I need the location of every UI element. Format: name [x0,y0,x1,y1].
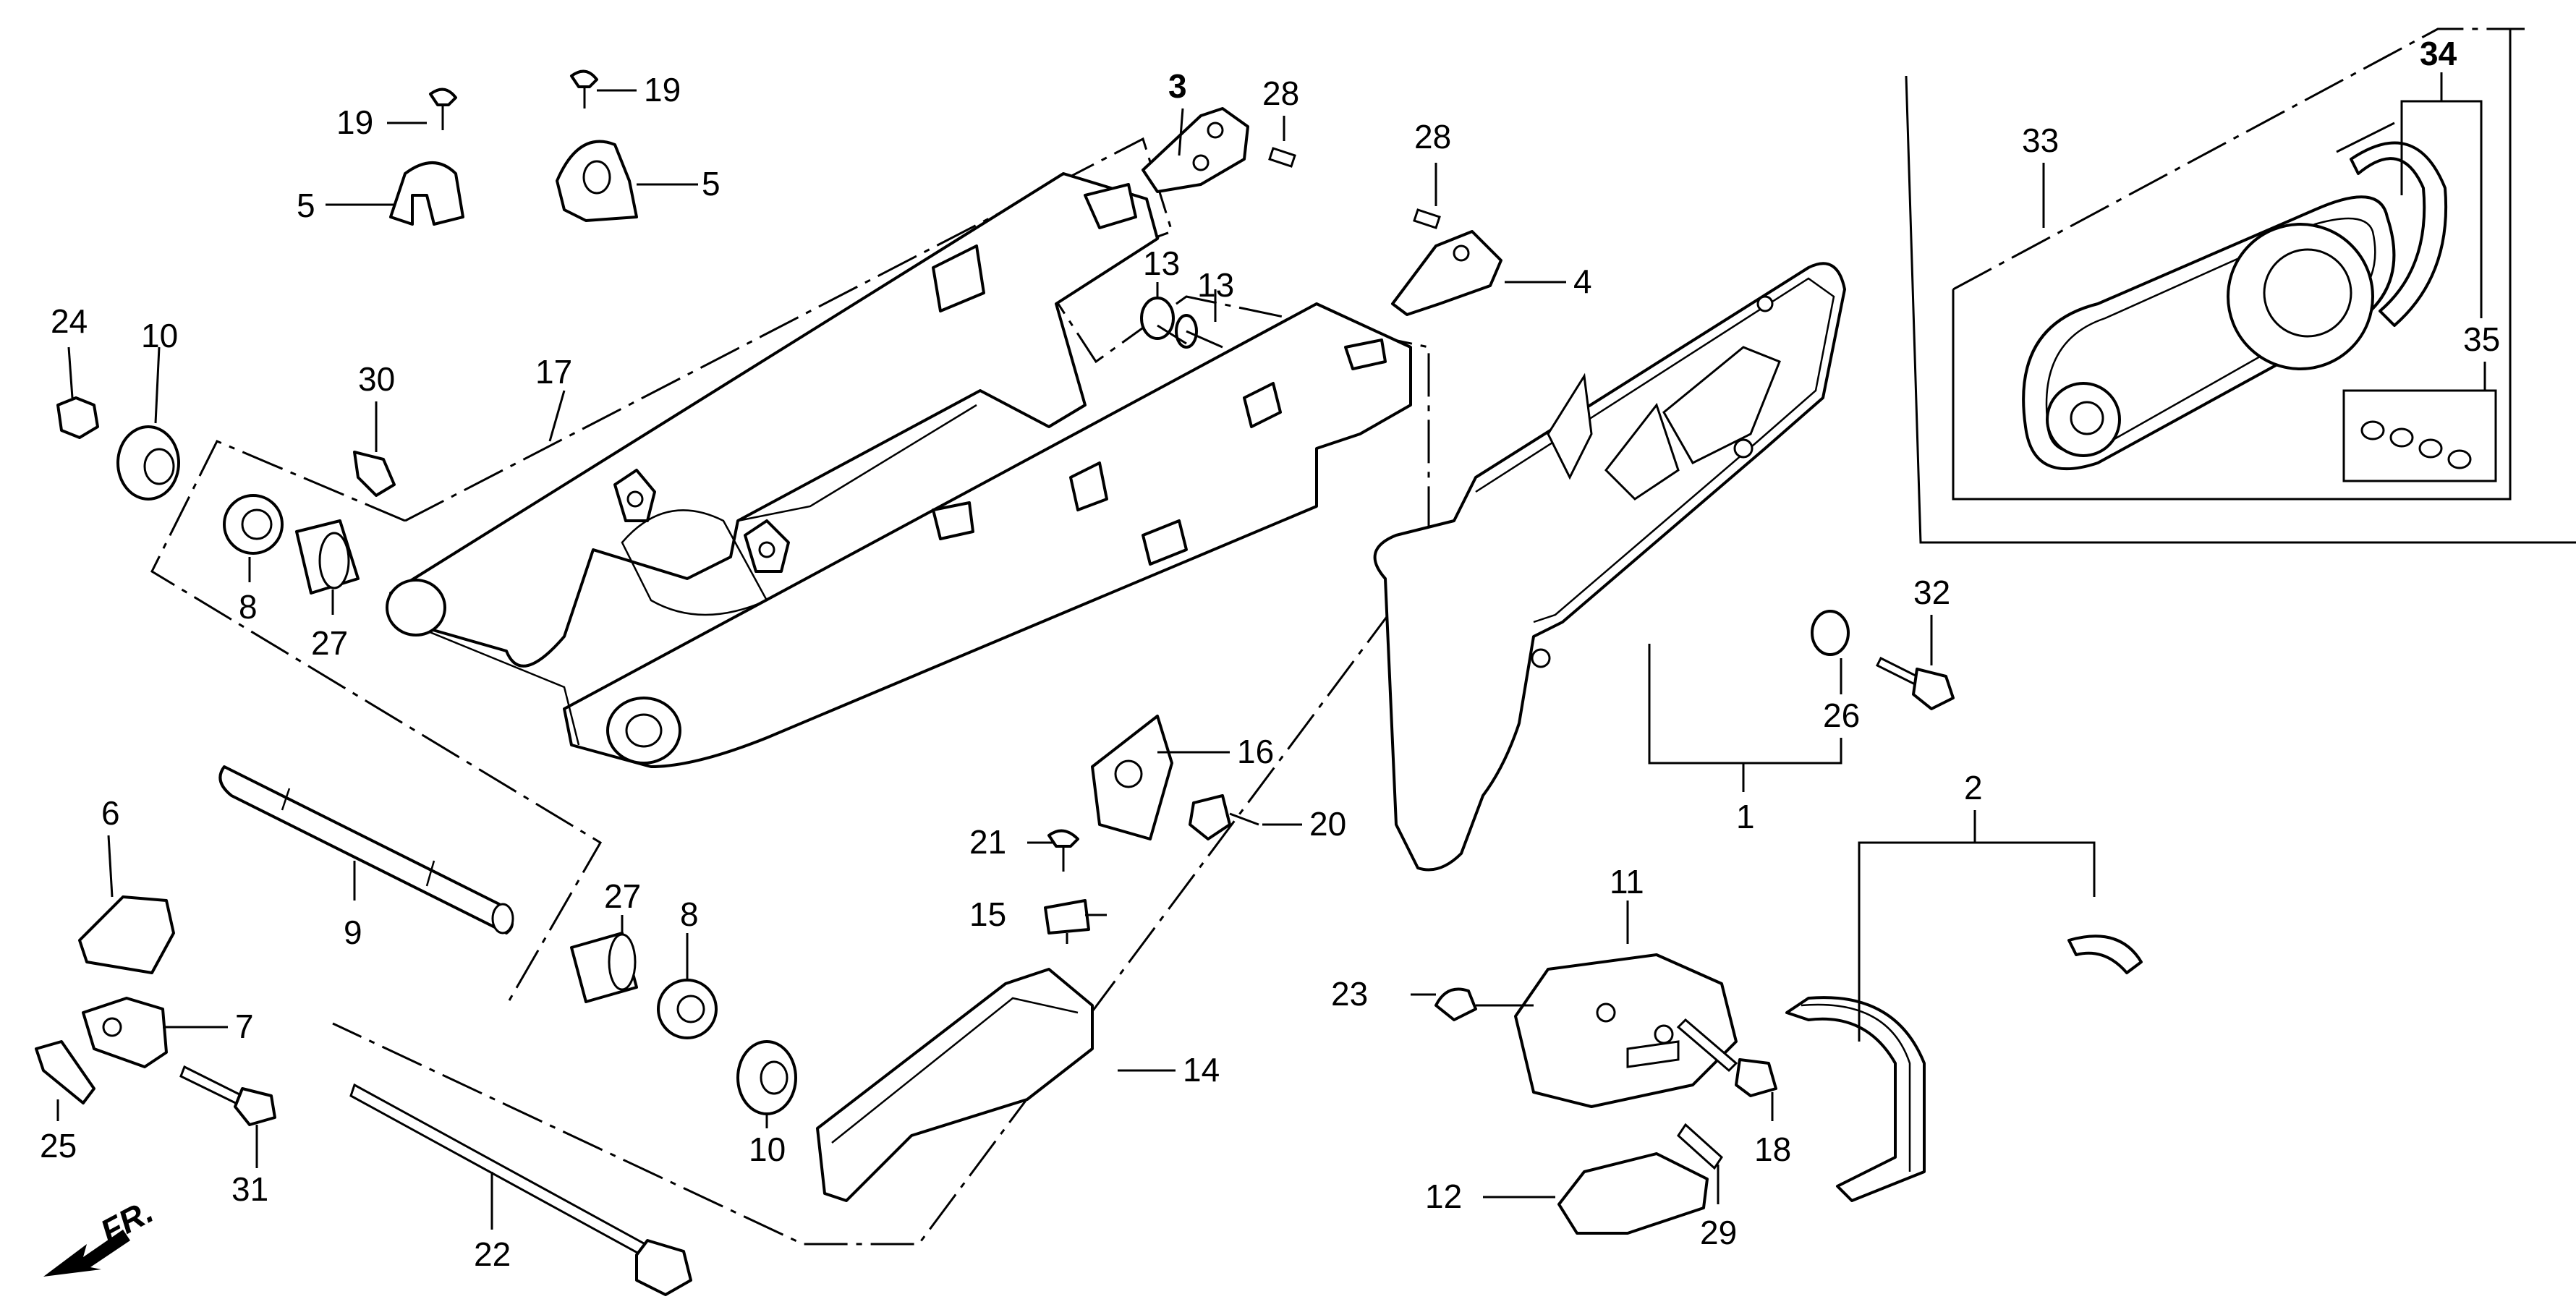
chain-guide-parts [1434,953,1777,1235]
label-9: 9 [344,914,362,951]
brackets-and-collars [1140,107,1502,349]
label-8b: 8 [680,895,699,933]
front-direction-arrow-icon [43,1230,130,1277]
label-28b: 28 [1414,118,1451,156]
bearings-and-bushings [56,396,797,1115]
chain-case [1373,262,1846,872]
label-8a: 8 [239,588,258,626]
label-24: 24 [51,302,88,340]
label-11: 11 [1610,863,1644,901]
chain-slider-parts [816,715,1259,1202]
label-6: 6 [101,794,120,832]
label-20: 20 [1309,805,1346,843]
label-21: 21 [969,823,1006,861]
label-31: 31 [231,1170,268,1208]
label-25: 25 [40,1127,77,1165]
label-19a: 19 [336,103,373,141]
label-1: 1 [1736,798,1755,835]
label-22: 22 [474,1235,511,1273]
callout-labels: 19 5 19 5 3 28 28 4 13 13 24 10 30 17 8 … [40,35,2500,1273]
label-10a: 10 [141,317,178,354]
clamps-and-bolts [389,69,638,226]
label-29: 29 [1700,1214,1737,1251]
label-33: 33 [2022,122,2059,159]
label-19b: 19 [644,71,681,108]
label-17: 17 [535,353,572,391]
label-5b: 5 [702,165,720,203]
front-arrow-label: FR. [94,1192,159,1251]
case-fasteners [1811,610,1955,710]
label-27b: 27 [604,877,641,915]
label-27a: 27 [311,624,348,662]
label-10b: 10 [749,1131,786,1168]
label-18: 18 [1754,1131,1791,1168]
label-13a: 13 [1143,244,1180,282]
label-7: 7 [235,1008,254,1045]
label-12: 12 [1425,1178,1462,1215]
swingarm [386,172,1412,768]
label-3: 3 [1168,67,1187,105]
label-13b: 13 [1197,266,1234,304]
label-14: 14 [1183,1051,1220,1089]
label-4: 4 [1573,263,1592,300]
label-15: 15 [969,895,1006,933]
label-23: 23 [1331,975,1368,1013]
label-26: 26 [1823,697,1860,734]
label-30: 30 [358,360,395,398]
chain-adjuster-parts [35,895,276,1126]
pivot-shaft [218,765,514,935]
label-5a: 5 [297,187,315,224]
label-2: 2 [1964,769,1983,806]
chain-kit-inset [1905,27,2576,544]
label-16: 16 [1237,733,1274,770]
label-35: 35 [2463,320,2500,358]
drive-chain [1785,935,2143,1202]
label-28a: 28 [1262,74,1299,112]
leader-lines [56,72,2486,1230]
pivot-bolt [349,1083,692,1296]
label-34: 34 [2420,35,2457,72]
label-32: 32 [1913,574,1950,611]
